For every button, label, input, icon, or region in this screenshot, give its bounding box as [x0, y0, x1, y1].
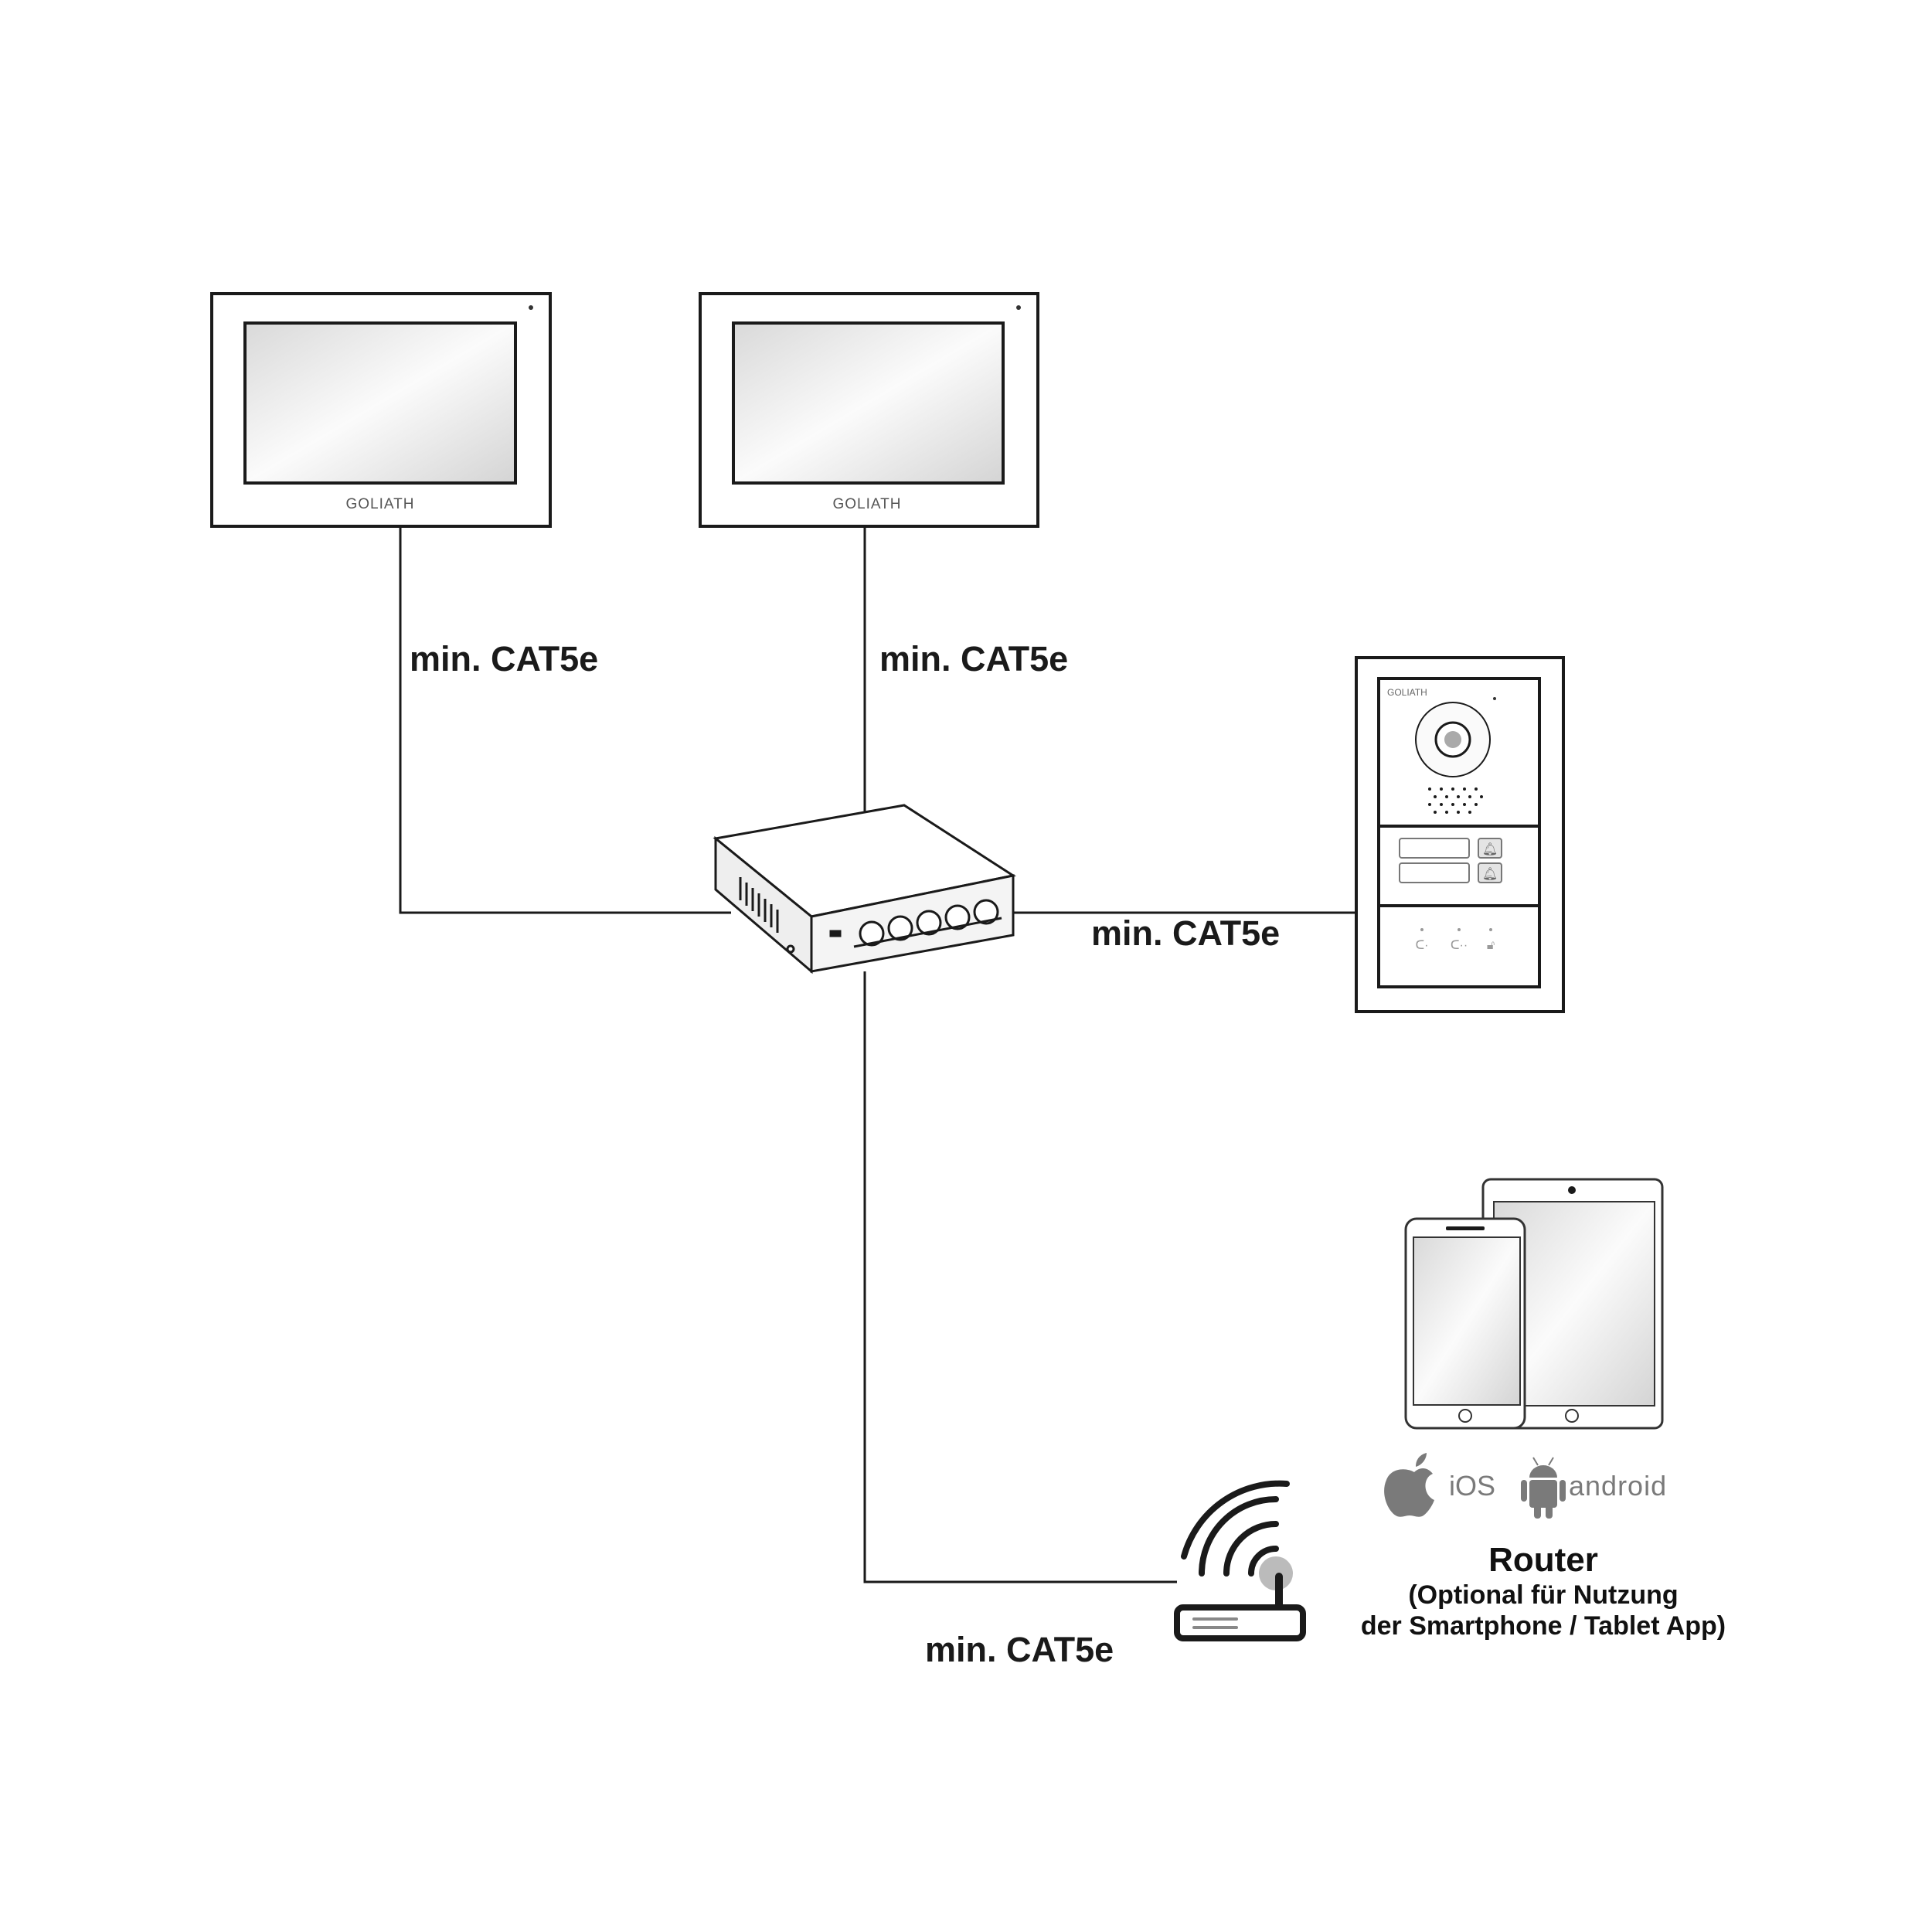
- cable-monitor1: [399, 526, 731, 914]
- cable-router: [863, 971, 1177, 1583]
- bell-button: [1478, 838, 1502, 859]
- ios-label: iOS: [1449, 1470, 1495, 1502]
- cable-label-door-station: min. CAT5e: [1091, 913, 1280, 953]
- bell-icon: 🔔︎: [1482, 842, 1498, 856]
- cable-label-monitor1: min. CAT5e: [410, 639, 598, 679]
- apple-icon: [1384, 1453, 1434, 1517]
- door-station-logo: GOLIATH: [1387, 687, 1427, 698]
- router-icon: [1174, 1480, 1306, 1641]
- door-station: GOLIATH 🔔︎ 🔔︎ ᑕ· ᑕ·· 🔓︎: [1355, 656, 1565, 1013]
- network-switch: [713, 804, 1016, 975]
- router-subtitle-2: der Smartphone / Tablet App): [1361, 1611, 1726, 1641]
- cable-label-router: min. CAT5e: [925, 1630, 1114, 1669]
- cable-label-monitor2: min. CAT5e: [879, 639, 1068, 679]
- name-plate: [1399, 862, 1470, 883]
- name-plate: [1399, 838, 1470, 859]
- bell-icon: 🔔︎: [1482, 867, 1498, 881]
- bell-button: [1478, 862, 1502, 883]
- svg-text:🔓︎: 🔓︎: [1487, 939, 1495, 952]
- monitor-2: GOLIATH: [699, 292, 1039, 528]
- svg-text:ᑕ·: ᑕ·: [1415, 939, 1428, 952]
- switch-ports: [853, 899, 1002, 948]
- android-label: android: [1569, 1470, 1667, 1502]
- speaker-grille: [1428, 787, 1483, 814]
- smartphone: [1404, 1217, 1526, 1430]
- monitor-1: GOLIATH: [210, 292, 552, 528]
- cables: [399, 526, 1356, 1583]
- monitor-logo: GOLIATH: [833, 496, 902, 512]
- status-indicators: ᑕ· ᑕ·· 🔓︎: [1415, 928, 1495, 952]
- monitor-logo: GOLIATH: [346, 496, 415, 512]
- router-subtitle-1: (Optional für Nutzung: [1408, 1580, 1678, 1610]
- svg-text:ᑕ··: ᑕ··: [1451, 939, 1468, 952]
- router-title: Router: [1488, 1541, 1598, 1579]
- android-icon: [1521, 1457, 1566, 1519]
